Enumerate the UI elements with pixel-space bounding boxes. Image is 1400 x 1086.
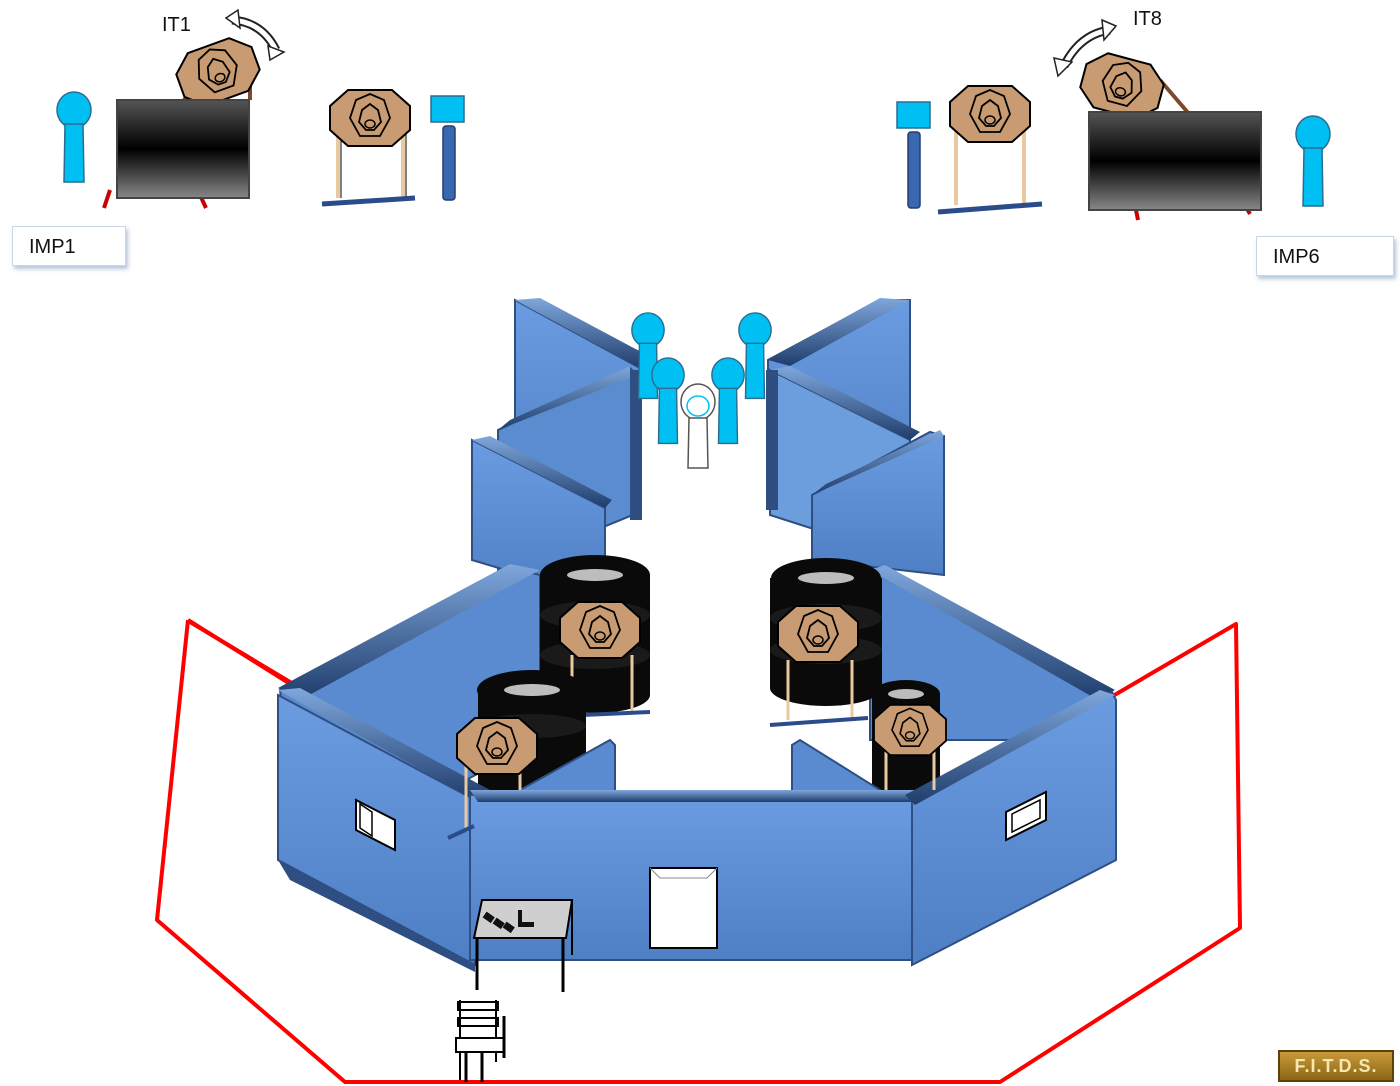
curved-double-arrow-icon [224,8,286,62]
swinging-target-it8 [1075,47,1192,125]
steel-popper-icon [430,95,465,201]
label-imp1: IMP1 [12,226,126,266]
label-imp6: IMP6 [1256,236,1394,276]
label-it8: IT8 [1133,8,1162,30]
channel-wall-left [471,298,660,602]
fitds-logo: F.I.T.D.S. [1278,1050,1394,1082]
target-on-stand-left [321,89,416,207]
door-icon [649,867,718,949]
label-it1: IT1 [162,14,191,36]
no-shoot-silhouette-icon [56,91,92,183]
target-on-stand-front-right [873,703,947,790]
room-wall-right-front [905,690,1117,967]
cover-wall-left [102,99,250,209]
channel-wall-right [766,298,945,577]
chair-icon [455,1000,506,1082]
white-silhouette-target [680,383,716,469]
target-on-stand-front-left [447,717,538,840]
boundary-fault-line [155,618,1242,1084]
target-on-stand-right [937,85,1043,215]
start-table [472,899,574,992]
target-on-stand-back-right [769,605,869,727]
steel-popper-icon [896,101,931,209]
pistol-icon [482,910,534,934]
curved-double-arrow-icon [1053,18,1118,78]
cover-wall-right [1088,111,1262,221]
room-wall-left-front [277,688,490,972]
window-icon [355,798,396,852]
window-icon [1005,790,1047,842]
no-shoot-silhouette-icon [1295,115,1331,207]
